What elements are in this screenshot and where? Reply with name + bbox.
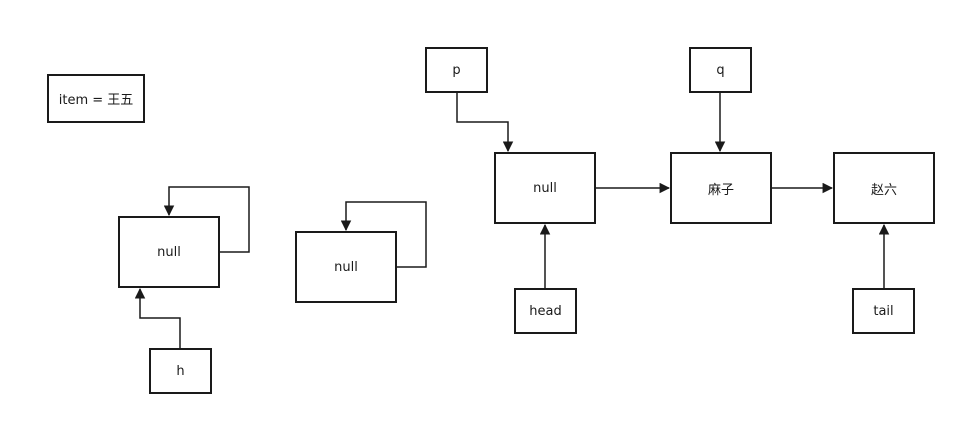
- node-null-1: null: [118, 216, 220, 288]
- node-null-3: null: [494, 152, 596, 224]
- pointer-h-label: h: [176, 363, 185, 379]
- pointer-p: p: [425, 47, 488, 93]
- pointer-tail: tail: [852, 288, 915, 334]
- pointer-tail-label: tail: [873, 303, 894, 319]
- node-mazi-label: 麻子: [707, 182, 734, 198]
- arrow-h-to-null: [134, 287, 181, 349]
- item-label-box: item = 王五: [47, 74, 145, 123]
- item-label-text: item = 王五: [58, 93, 134, 108]
- node-mazi: 麻子: [670, 152, 772, 224]
- node-null-2: null: [295, 231, 397, 303]
- node-null-2-label: null: [334, 259, 358, 275]
- pointer-head: head: [514, 288, 577, 334]
- pointer-p-label: p: [452, 62, 461, 78]
- node-zhaoliu-label: 赵六: [870, 182, 897, 198]
- pointer-q: q: [689, 47, 752, 93]
- node-null-3-label: null: [533, 180, 557, 196]
- pointer-head-label: head: [529, 303, 562, 319]
- self-loop-arrow-null-2: [340, 201, 427, 268]
- pointer-h: h: [149, 348, 212, 394]
- node-null-1-label: null: [157, 244, 181, 260]
- arrow-p-to-null: [456, 92, 514, 153]
- node-zhaoliu: 赵六: [833, 152, 935, 224]
- self-loop-arrow-null-1: [163, 186, 250, 253]
- pointer-q-label: q: [716, 62, 725, 78]
